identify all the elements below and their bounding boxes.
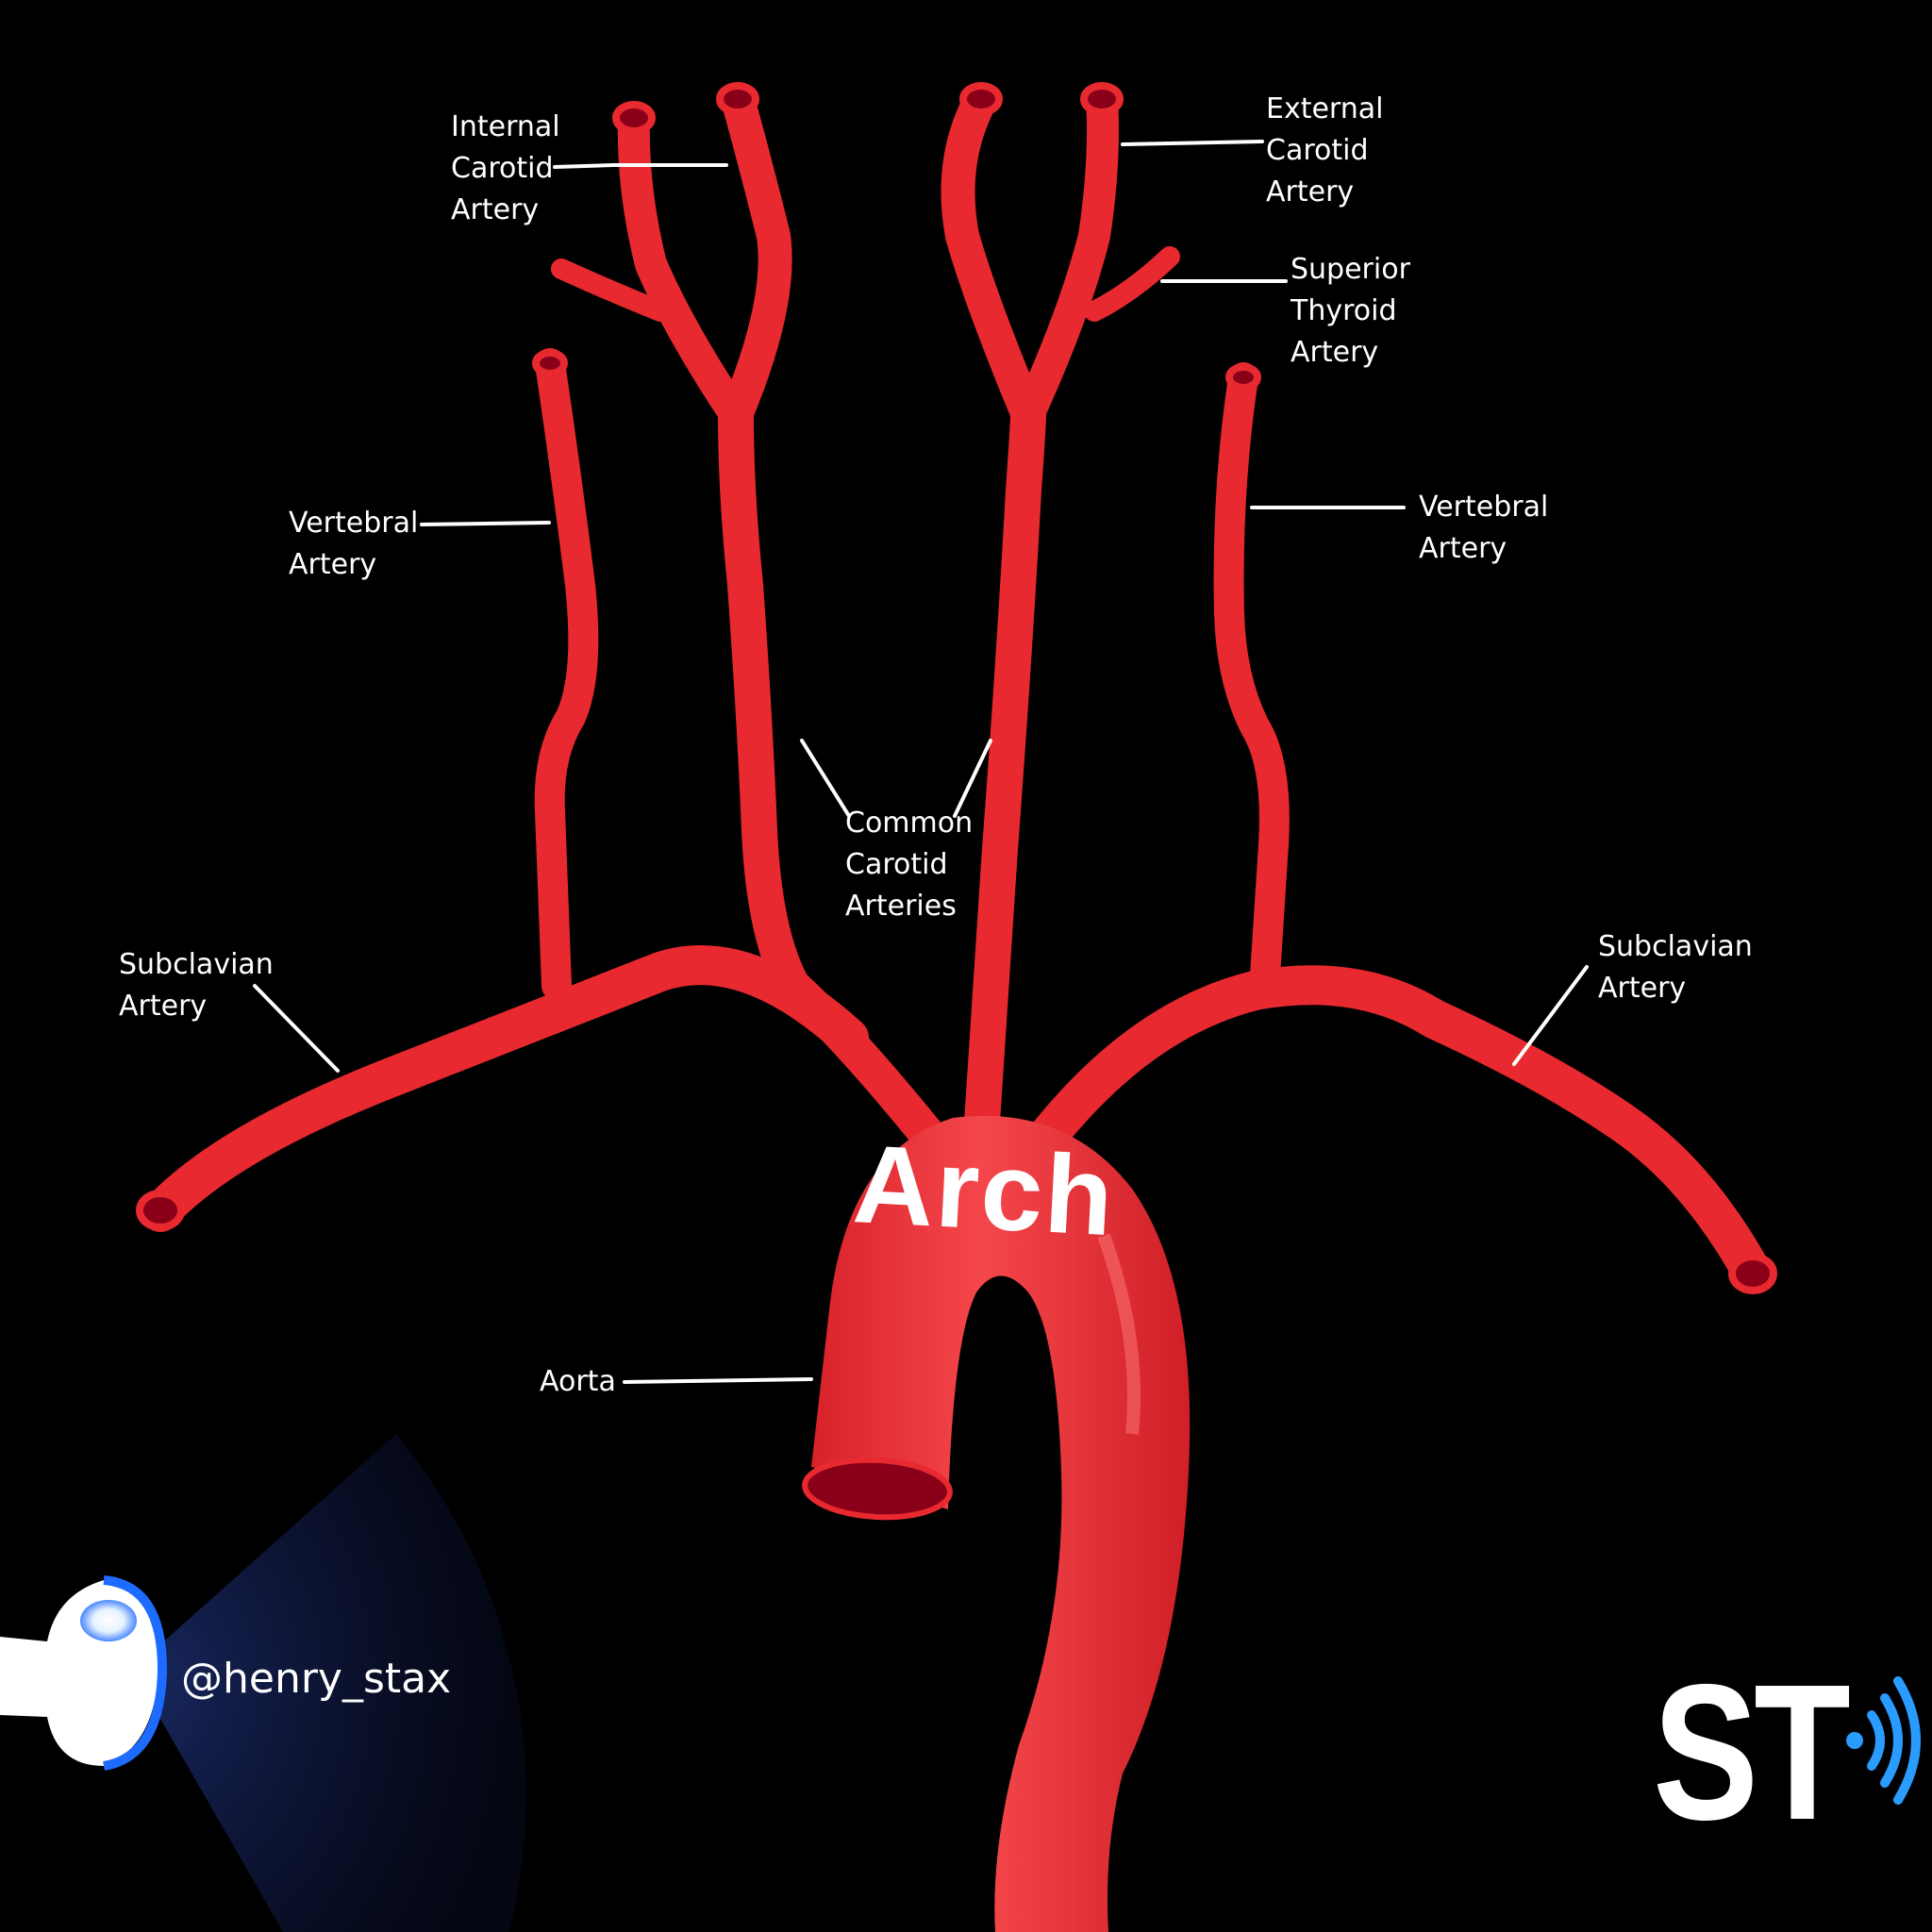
vessel-lumens <box>136 82 1777 1294</box>
right-external-carotid-artery <box>941 82 1045 432</box>
left-vertebral-artery <box>534 348 599 1001</box>
label-common-carotid-arteries: Common Carotid Arteries <box>845 807 974 923</box>
ultrasound-probe-icon <box>0 1434 526 1932</box>
artery-branches <box>141 82 1773 1293</box>
signal-waves-icon <box>1846 1676 1921 1805</box>
left-external-carotid-artery <box>617 102 752 431</box>
right-internal-carotid-artery <box>1012 83 1119 431</box>
right-subclavian-artery <box>1027 965 1773 1293</box>
left-subclavian-artery <box>141 945 869 1232</box>
leader-lines <box>253 140 1589 1384</box>
brand-logo: ST <box>1653 1644 1851 1860</box>
label-vertebral-artery-left: Vertebral Artery <box>289 507 419 581</box>
label-vertebral-artery-right: Vertebral Artery <box>1419 491 1549 565</box>
right-superior-thyroid-artery <box>1084 246 1180 322</box>
aorta-lumen <box>802 1457 953 1521</box>
label-internal-carotid-artery: Internal Carotid Artery <box>451 110 560 226</box>
right-vertebral-artery <box>1213 362 1290 1006</box>
label-superior-thyroid-artery: Superior Thyroid Artery <box>1291 253 1410 369</box>
left-internal-carotid-artery <box>719 82 792 432</box>
left-common-carotid-artery <box>718 397 947 1155</box>
right-common-carotid-artery <box>963 397 1046 1155</box>
label-subclavian-artery-right: Subclavian Artery <box>1598 930 1753 1005</box>
label-subclavian-artery-left: Subclavian Artery <box>119 948 274 1023</box>
label-external-carotid-artery: External Carotid Artery <box>1266 92 1384 208</box>
watermark-handle: @henry_stax <box>181 1655 452 1703</box>
left-superior-thyroid-artery <box>551 258 671 322</box>
arch-title: Arch <box>850 1122 1118 1260</box>
label-aorta: Aorta <box>540 1365 616 1398</box>
aortic-arch <box>802 1115 1191 1932</box>
